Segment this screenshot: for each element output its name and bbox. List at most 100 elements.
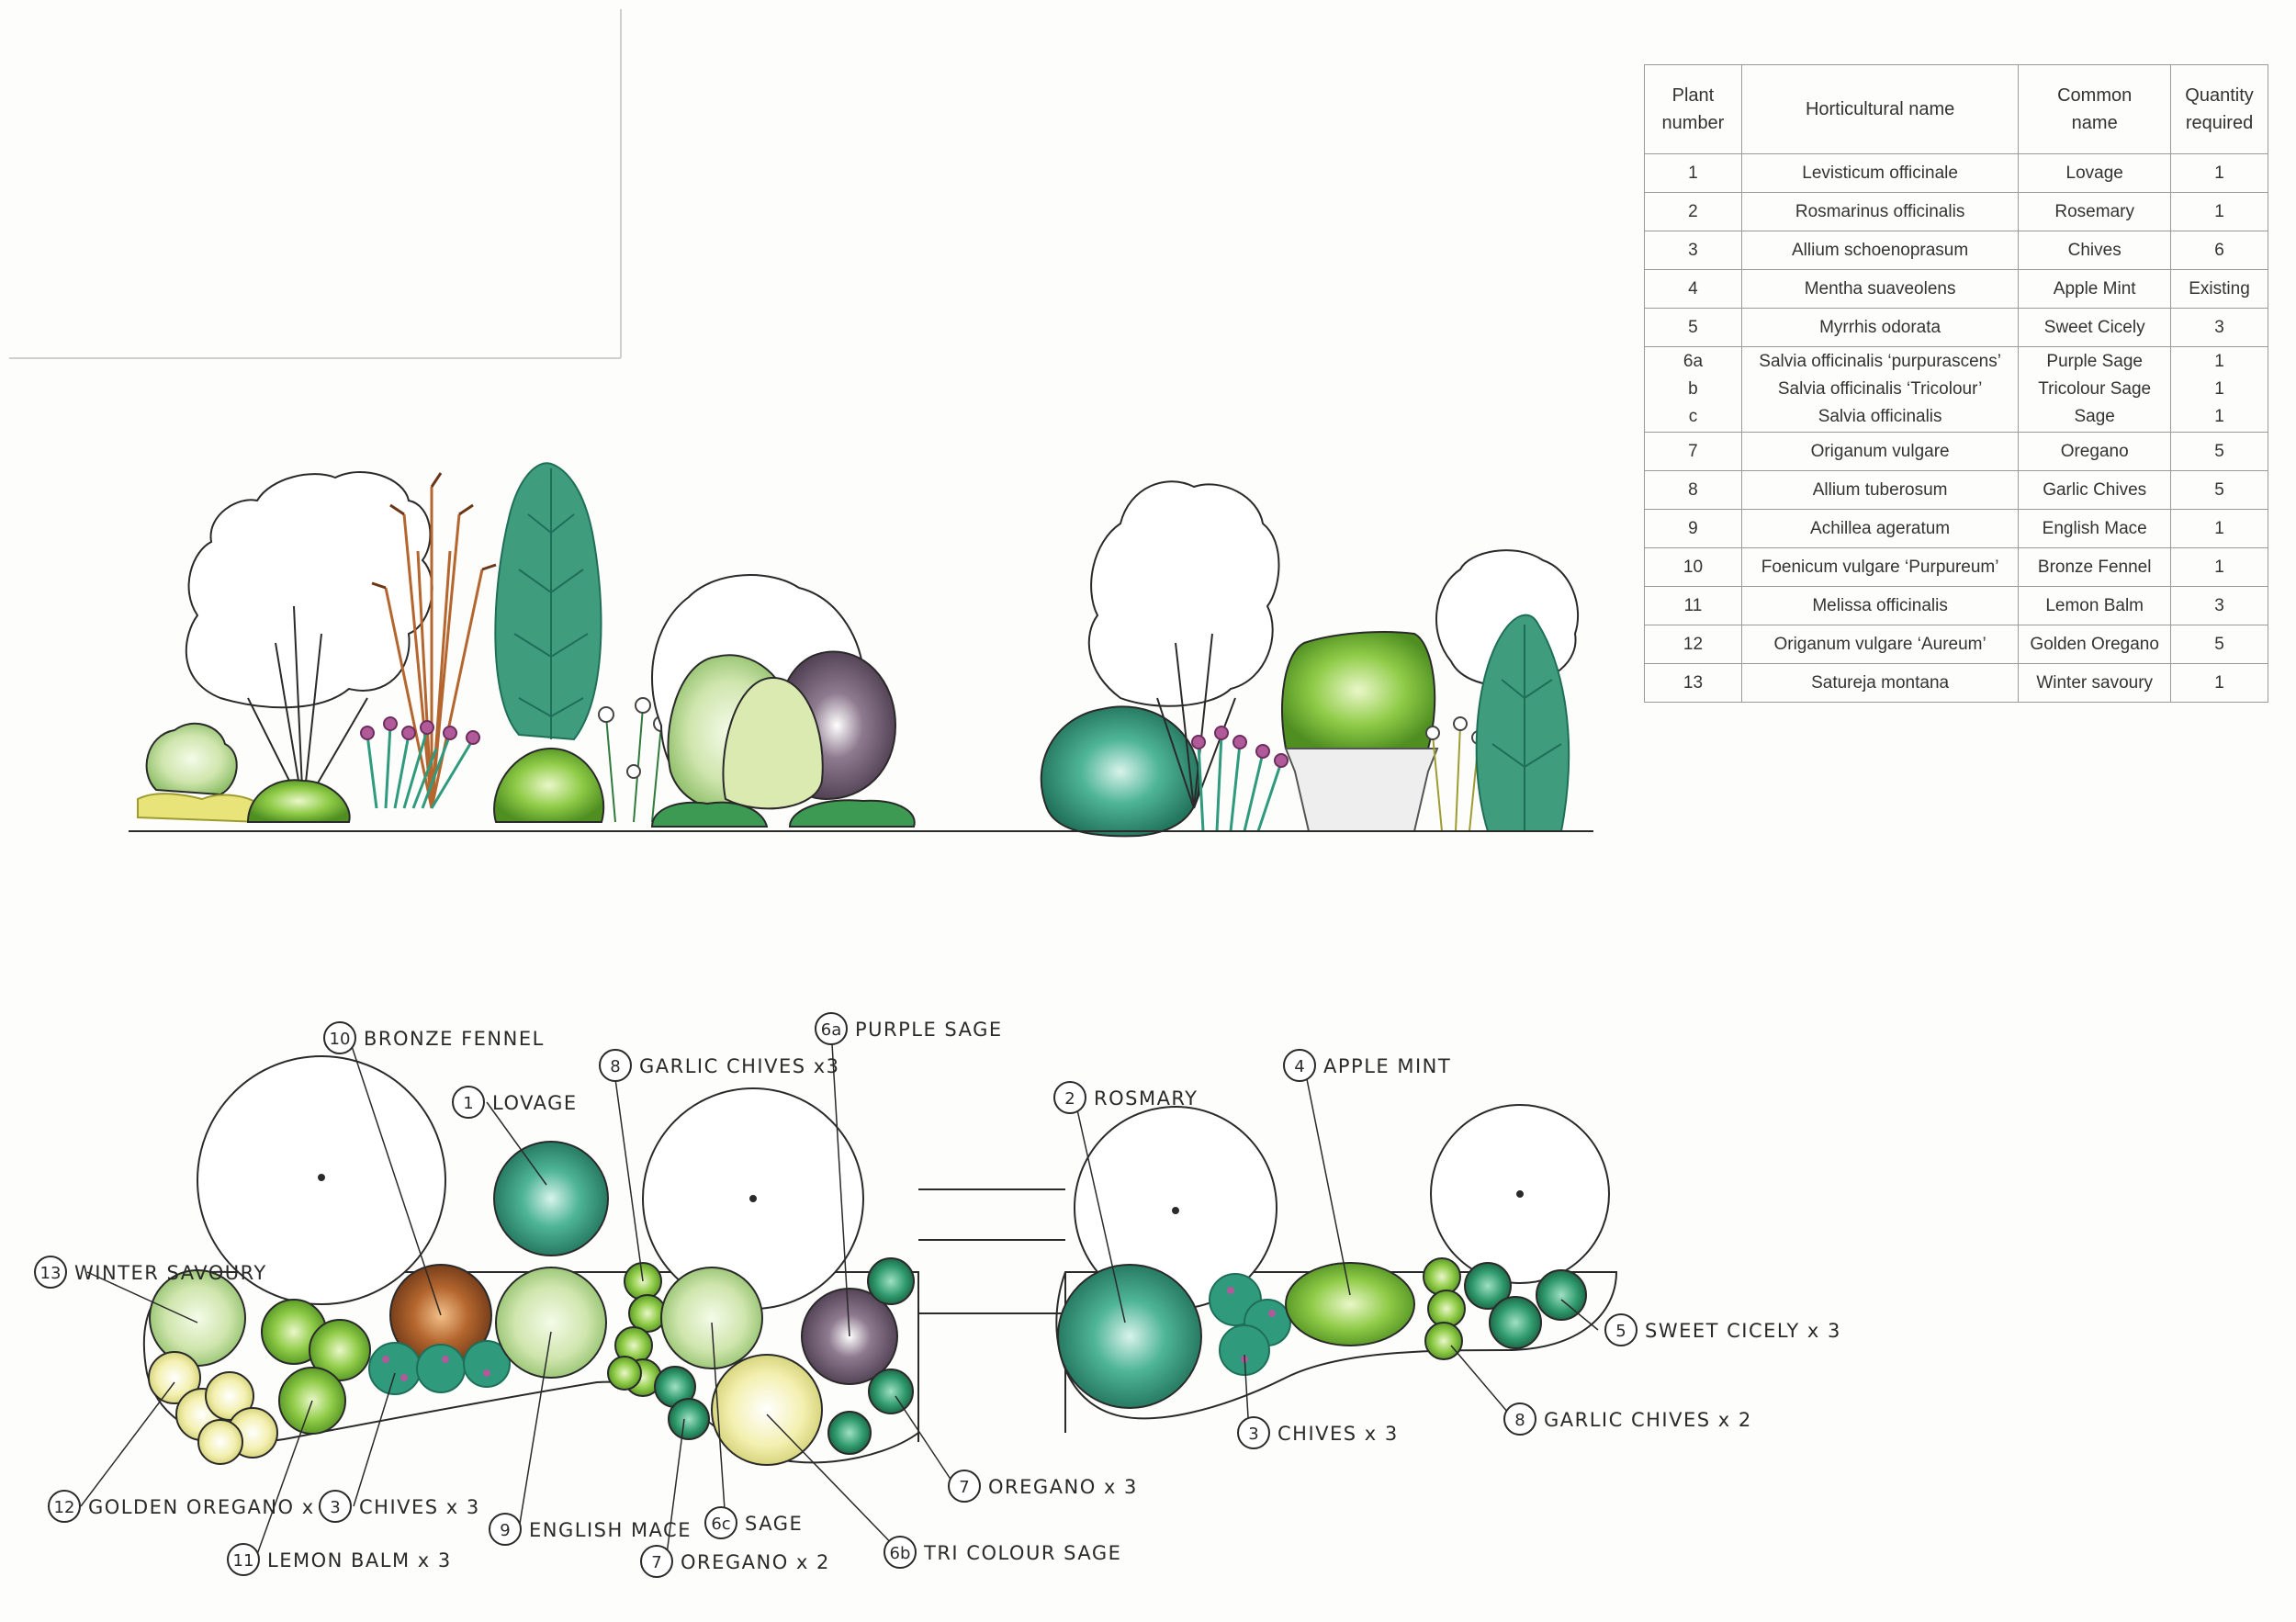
- elevation-rosemary-left-needles: [513, 468, 589, 739]
- table-cell-quantity: 1: [2170, 509, 2268, 548]
- plan-golden-oregano: [148, 1351, 278, 1465]
- plan-oregano-left: [654, 1366, 710, 1440]
- header-horticultural-name: Horticultural name: [1740, 64, 2020, 154]
- plan-lovage: [493, 1141, 609, 1256]
- table-cell-quantity: 3: [2170, 308, 2268, 347]
- plan-label-number: 5: [1615, 1322, 1626, 1341]
- table-cell-quantity: 5: [2170, 625, 2268, 664]
- table-cell-line: Salvia officinalis ‘Tricolour’: [1777, 379, 1983, 399]
- elevation-chives-left: [366, 725, 475, 809]
- plan-label-number-circle: [704, 1506, 737, 1539]
- table-cell-line: Sage: [2074, 407, 2115, 426]
- elevation-chives-right: [1197, 734, 1283, 832]
- plan-sage: [660, 1267, 763, 1369]
- plan-label-number-circle: [948, 1470, 981, 1503]
- table-cell-common: Chives: [2018, 231, 2172, 270]
- table-cell-quantity: 1 1 1: [2170, 346, 2268, 433]
- table-cell-quantity: 6: [2170, 231, 2268, 270]
- plan-apple-mint: [1285, 1262, 1415, 1346]
- table-cell-quantity: 3: [2170, 586, 2268, 625]
- table-cell-common: Oregano: [2018, 432, 2172, 471]
- plan-label-number-circle: [34, 1256, 67, 1289]
- elevation-white-tree-right: [1087, 480, 1280, 707]
- table-cell-horticultural: Achillea ageratum: [1740, 509, 2020, 548]
- table-cell-quantity: 1: [2170, 547, 2268, 587]
- elevation-chives-flowers: [360, 716, 480, 745]
- table-cell-number: 5: [1644, 308, 1742, 347]
- plan-label-number-circle: [884, 1536, 917, 1569]
- plan-garlic-chives-right: [1423, 1257, 1466, 1360]
- plan-label-text: CHIVES x 3: [359, 1496, 480, 1518]
- plan-label-text: CHIVES x 3: [1277, 1423, 1399, 1445]
- table-cell-common: Golden Oregano: [2018, 625, 2172, 664]
- table-cell-number: 1: [1644, 153, 1742, 193]
- table-cell-line: c: [1688, 407, 1698, 426]
- plan-label-text: ENGLISH MACE: [529, 1519, 692, 1541]
- plan-label-number-circle: [323, 1021, 356, 1054]
- table-cell-line: 6a: [1683, 352, 1704, 371]
- table-cell-common: Apple Mint: [2018, 269, 2172, 309]
- table-cell-quantity: 1: [2170, 153, 2268, 193]
- plan-bed-right-outline: [1055, 1271, 1618, 1420]
- elevation-oregano-left: [650, 801, 769, 828]
- elevation-winter-savoury: [145, 722, 238, 796]
- table-cell-number: 12: [1644, 625, 1742, 664]
- table-cell-line: 1: [2214, 407, 2224, 426]
- table-cell-number: 3: [1644, 231, 1742, 270]
- plan-label-number: 1: [463, 1094, 473, 1113]
- plan-label-number: 6c: [711, 1515, 730, 1534]
- plan-label-number-circle: [815, 1012, 848, 1045]
- plan-label-text: OREGANO x 2: [681, 1551, 830, 1573]
- plan-label-text: OREGANO x 3: [988, 1476, 1138, 1498]
- plan-tricolour-sage: [711, 1354, 823, 1466]
- elevation-bronze-fennel: [371, 472, 497, 809]
- table-cell-quantity: 1: [2170, 192, 2268, 231]
- table-cell-line: Salvia officinalis: [1818, 407, 1942, 426]
- table-cell-number: 13: [1644, 663, 1742, 703]
- table-cell-horticultural: Satureja montana: [1740, 663, 2020, 703]
- plan-label-number: 6a: [821, 1020, 841, 1040]
- elevation-lovage-outline: [185, 471, 433, 709]
- plan-label-number-circle: [599, 1049, 632, 1082]
- plan-chives-left: [368, 1340, 511, 1395]
- plan-label-number-circle: [48, 1490, 81, 1523]
- table-cell-line: 1: [2214, 352, 2224, 371]
- plan-label-number-circle: [452, 1086, 485, 1119]
- plan-label-text: ROSMARY: [1094, 1087, 1199, 1109]
- plan-label-text: LEMON BALM x 3: [267, 1549, 452, 1571]
- plan-label-text: PURPLE SAGE: [855, 1019, 1003, 1041]
- plan-label-text: GOLDEN OREGANO x 5: [88, 1496, 336, 1518]
- plan-leader-lines: [80, 1028, 1599, 1562]
- plan-label-number: 10: [330, 1030, 351, 1049]
- table-cell-quantity: 1: [2170, 663, 2268, 703]
- frame-outline: [9, 9, 622, 359]
- table-cell-horticultural: Melissa officinalis: [1740, 586, 2020, 625]
- plan-label-number-circle: [227, 1543, 260, 1576]
- table-cell-line: Purple Sage: [2046, 352, 2143, 371]
- plan-label-number-circle: [1503, 1402, 1536, 1436]
- table-cell-line: 1: [2214, 379, 2224, 399]
- elevation-lemon-balm: [246, 779, 351, 823]
